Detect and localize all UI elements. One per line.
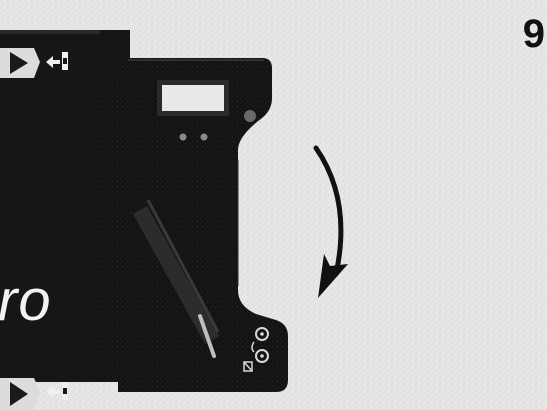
film-strip-edge-top [0, 30, 100, 34]
power-button [244, 110, 256, 122]
step-number: 9 [523, 14, 545, 54]
brand-text: ro [0, 272, 52, 330]
status-light-left [180, 134, 187, 141]
status-light-right [201, 134, 208, 141]
lcd-display [162, 85, 224, 111]
